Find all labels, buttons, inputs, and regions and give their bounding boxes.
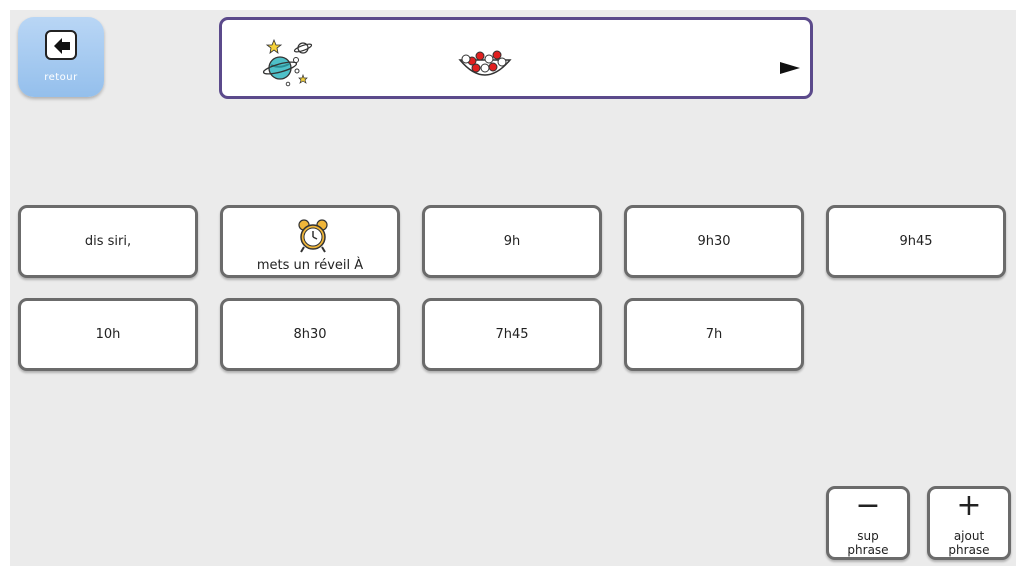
remove-phrase-label: sup phrase [829,529,907,557]
app-background [10,10,1016,566]
play-arrow-icon[interactable] [780,62,800,74]
remove-phrase-label-line2: phrase [847,543,889,557]
tile-label: dis siri, [84,234,132,249]
tile-label: 7h45 [495,327,529,342]
tile-label: 9h [503,234,521,249]
tile-label: 10h [95,327,121,342]
tile-7h45[interactable]: 7h45 [422,298,602,371]
minus-icon: − [855,488,881,523]
back-button-label: retour [44,72,78,83]
tile-10h[interactable]: 10h [18,298,198,371]
tile-9h30[interactable]: 9h30 [624,205,804,278]
arrow-left-icon [45,30,77,60]
remove-phrase-button[interactable]: − sup phrase [826,486,910,560]
tile-8h30[interactable]: 8h30 [220,298,400,371]
tile-dis-siri[interactable]: dis siri, [18,205,198,278]
sentence-bar[interactable] [219,17,813,99]
alarm-clock-icon [295,218,331,254]
add-phrase-label-line1: ajout [953,529,985,543]
tile-label: 7h [705,327,723,342]
tile-9h45[interactable]: 9h45 [826,205,1006,278]
tile-label: 9h45 [899,234,933,249]
plus-icon: + [956,488,982,523]
space-planets-icon[interactable] [258,38,318,88]
bowl-of-balls-icon[interactable] [458,48,512,88]
tile-9h[interactable]: 9h [422,205,602,278]
tile-label: 9h30 [697,234,731,249]
add-phrase-label-line2: phrase [948,543,990,557]
tile-7h[interactable]: 7h [624,298,804,371]
tile-label: 8h30 [293,327,327,342]
add-phrase-label: ajout phrase [930,529,1008,557]
remove-phrase-label-line1: sup [857,529,879,543]
back-button[interactable]: retour [18,17,104,97]
tile-label: mets un réveil À [256,258,364,273]
tile-mets-un-reveil[interactable]: mets un réveil À [220,205,400,278]
add-phrase-button[interactable]: + ajout phrase [927,486,1011,560]
